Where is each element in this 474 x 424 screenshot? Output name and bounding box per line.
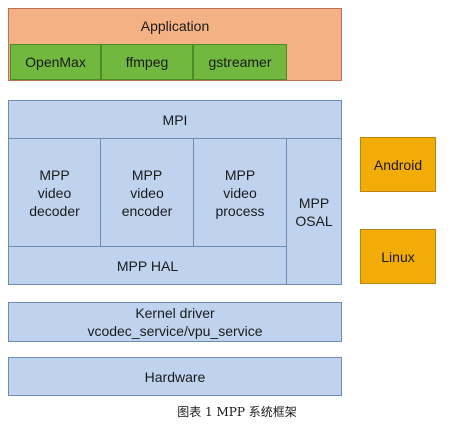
platform-linux: Linux — [360, 229, 436, 284]
mpp-video-encoder: MPP video encoder — [100, 138, 194, 247]
mpp-hal-label: MPP HAL — [116, 257, 179, 274]
platform-android-label: Android — [373, 156, 423, 173]
application-label: Application — [140, 18, 210, 34]
framework-ffmpeg-label: ffmpeg — [125, 54, 169, 70]
kernel-driver-line-1: Kernel driver — [135, 305, 215, 321]
mpp-video-decoder: MPP video decoder — [8, 138, 101, 247]
encoder-line-1: MPP — [131, 166, 163, 183]
process-line-3: process — [215, 202, 265, 219]
process-line-2: video — [223, 184, 257, 201]
decoder-line-3: decoder — [29, 202, 80, 219]
osal-line-2: OSAL — [295, 212, 333, 229]
framework-openmax-label: OpenMax — [25, 54, 86, 70]
kernel-driver-layer: Kernel driver vcodec_service/vpu_service — [8, 302, 342, 342]
mpp-video-process: MPP video process — [193, 138, 287, 247]
mpp-hal: MPP HAL — [8, 246, 287, 285]
hardware-label: Hardware — [144, 368, 206, 385]
process-line-1: MPP — [224, 166, 256, 183]
mpi-label: MPI — [162, 111, 188, 128]
mpp-osal: MPP OSAL — [286, 138, 342, 285]
encoder-line-3: encoder — [121, 202, 173, 219]
framework-gstreamer-label: gstreamer — [208, 54, 272, 70]
platform-linux-label: Linux — [381, 248, 415, 265]
framework-ffmpeg: ffmpeg — [101, 44, 193, 80]
hardware-layer: Hardware — [8, 357, 342, 396]
kernel-driver-line-2: vcodec_service/vpu_service — [87, 323, 263, 339]
platform-android: Android — [360, 137, 436, 192]
decoder-line-2: video — [37, 184, 72, 201]
decoder-line-1: MPP — [39, 166, 70, 183]
osal-line-1: MPP — [298, 194, 330, 211]
figure-caption: 图表 1 MPP 系统框架 — [177, 405, 297, 419]
framework-gstreamer: gstreamer — [193, 44, 287, 80]
encoder-line-2: video — [130, 184, 164, 201]
framework-openmax: OpenMax — [10, 44, 101, 80]
mpi-layer: MPI — [8, 100, 342, 139]
